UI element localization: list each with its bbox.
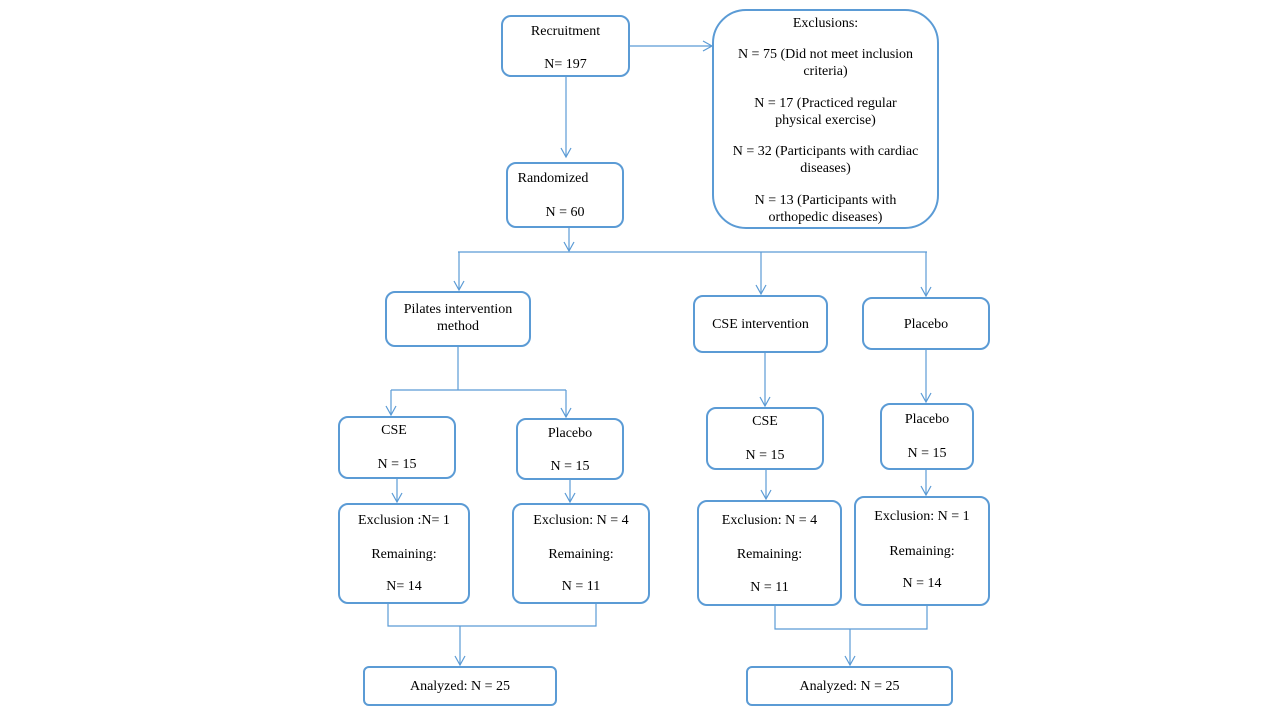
group-count: N = 15	[907, 446, 947, 461]
followup-box: Exclusion: N = 4 Remaining: N = 11	[512, 503, 650, 604]
followup-remaining: N = 14	[902, 576, 942, 591]
followup-remaining-label: Remaining:	[736, 547, 803, 562]
followup-exclusion: Exclusion: N = 4	[533, 513, 629, 528]
group-title: CSE	[752, 414, 778, 429]
followup-remaining-label: Remaining:	[889, 544, 955, 559]
followup-remaining-label: Remaining:	[548, 547, 614, 562]
group-count: N = 15	[745, 448, 785, 463]
randomized-title: Randomized	[517, 171, 589, 186]
left-merge-bracket	[387, 604, 597, 627]
exclusion-item: N = 17 (Practiced regular physical exerc…	[754, 96, 897, 128]
randomized-box: Randomized N = 60	[506, 162, 624, 228]
group-box: CSE N = 15	[706, 407, 824, 470]
group-title: Placebo	[904, 412, 950, 427]
followup-exclusion: Exclusion: N = 1	[874, 509, 970, 524]
exclusion-item: N = 75 (Did not meet inclusion criteria)	[737, 47, 914, 79]
exclusions-title: Exclusions:	[792, 16, 859, 31]
arm-cse-box: CSE intervention	[693, 295, 828, 353]
group-title: Placebo	[547, 426, 593, 441]
analyzed-label: Analyzed: N = 25	[799, 679, 900, 694]
analyzed-box: Analyzed: N = 25	[746, 666, 953, 706]
followup-box: Exclusion: N = 1 Remaining: N = 14	[854, 496, 990, 606]
analyzed-box: Analyzed: N = 25	[363, 666, 557, 706]
followup-exclusion: Exclusion: N = 4	[721, 513, 818, 528]
group-box: Placebo N = 15	[880, 403, 974, 470]
followup-box: Exclusion: N = 4 Remaining: N = 11	[697, 500, 842, 606]
exclusion-item: N = 13 (Participants with orthopedic dis…	[754, 193, 897, 225]
exclusions-box: Exclusions: N = 75 (Did not meet inclusi…	[712, 9, 939, 229]
arm-cse-label: CSE intervention	[712, 317, 809, 332]
right-merge-bracket	[774, 606, 928, 630]
followup-remaining: N = 11	[561, 579, 601, 594]
group-count: N = 15	[377, 457, 417, 472]
followup-box: Exclusion :N= 1 Remaining: N= 14	[338, 503, 470, 604]
followup-exclusion: Exclusion :N= 1	[358, 513, 450, 528]
recruitment-box: Recruitment N= 197	[501, 15, 630, 77]
group-title: CSE	[381, 423, 407, 438]
followup-remaining: N = 11	[750, 580, 789, 595]
arm-placebo-box: Placebo	[862, 297, 990, 350]
followup-remaining-label: Remaining:	[371, 547, 437, 562]
analyzed-label: Analyzed: N = 25	[409, 679, 511, 694]
group-count: N = 15	[550, 459, 590, 474]
exclusion-item: N = 32 (Participants with cardiac diseas…	[732, 144, 919, 176]
recruitment-title: Recruitment	[530, 24, 601, 39]
arm-pilates-label: Pilates intervention method	[403, 302, 513, 334]
recruitment-count: N= 197	[544, 57, 587, 72]
group-box: CSE N = 15	[338, 416, 456, 479]
arm-pilates-box: Pilates intervention method	[385, 291, 531, 347]
randomized-count: N = 60	[545, 205, 585, 220]
arm-placebo-label: Placebo	[903, 317, 949, 332]
group-box: Placebo N = 15	[516, 418, 624, 480]
followup-remaining: N= 14	[386, 579, 422, 594]
